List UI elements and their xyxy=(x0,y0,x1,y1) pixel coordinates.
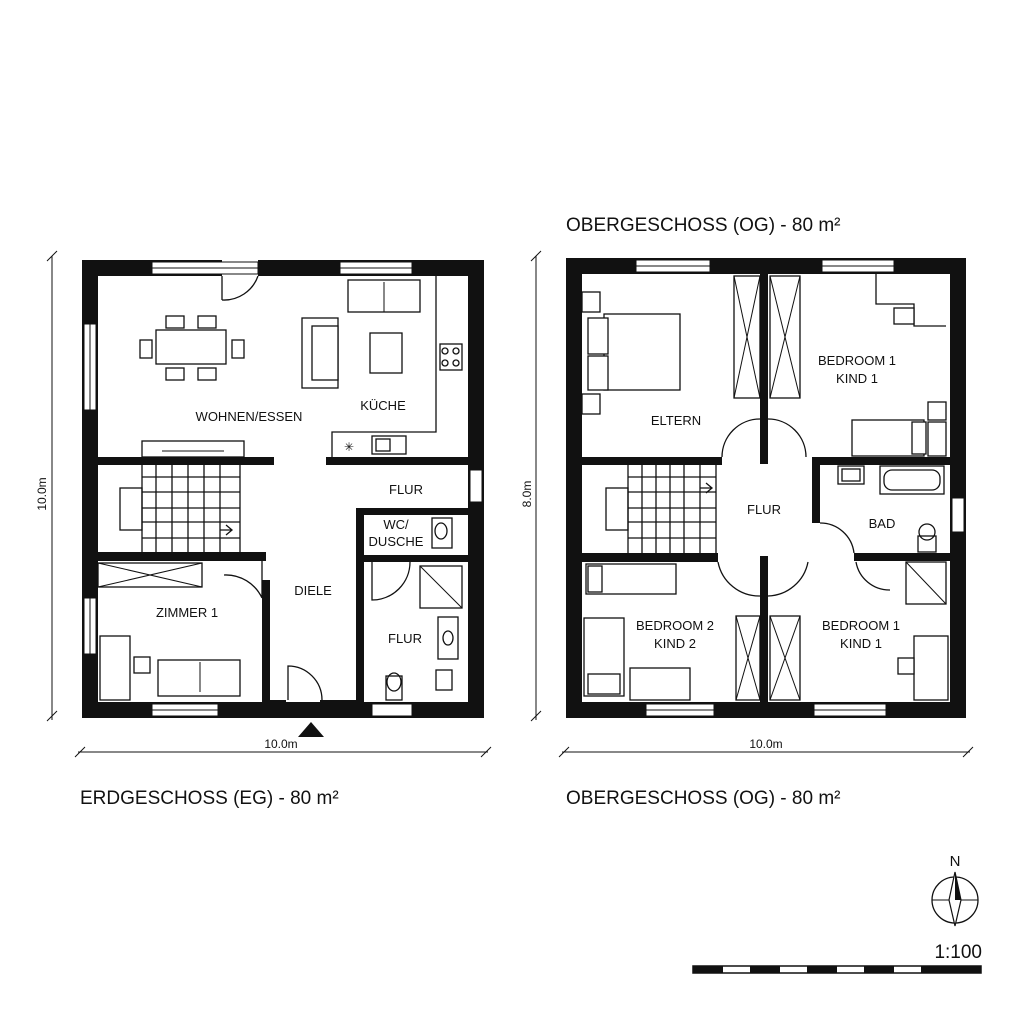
window xyxy=(469,469,483,503)
wall xyxy=(98,457,274,465)
wall xyxy=(326,457,468,465)
wall xyxy=(760,556,768,702)
desk xyxy=(913,635,949,701)
wall xyxy=(812,457,950,465)
room-label-hall-top: FLUR xyxy=(389,482,423,497)
room-label-bedroom3-line2: KIND 1 xyxy=(840,636,882,651)
svg-text:✳: ✳ xyxy=(344,440,354,454)
door-swing xyxy=(721,418,807,458)
door-swing xyxy=(819,522,855,554)
scale-label: 1:100 xyxy=(934,942,982,963)
chair xyxy=(893,307,915,325)
room-label-kitchen: KÜCHE xyxy=(360,398,406,413)
scale-bar xyxy=(692,965,982,974)
upper-floor-height-label: 8.0m xyxy=(520,481,534,508)
bath-fixtures xyxy=(837,465,947,605)
wall xyxy=(262,580,270,702)
double-bed xyxy=(581,291,681,415)
desk xyxy=(629,667,691,701)
door-swing xyxy=(717,561,809,597)
desk xyxy=(875,274,946,327)
wall xyxy=(356,508,468,515)
chair xyxy=(133,656,151,674)
sofa xyxy=(301,317,339,389)
north-arrow: N xyxy=(931,853,979,927)
staircase xyxy=(605,465,717,553)
upper-floor-plan: OBERGESCHOSS (OG) - 80 m² xyxy=(520,215,974,809)
room-label-wc-line1: WC/ xyxy=(383,517,409,532)
room-label-bedroom1-line1: BEDROOM 1 xyxy=(818,353,896,368)
room-label-bedroom1-line2: KIND 1 xyxy=(836,371,878,386)
wardrobe xyxy=(769,615,801,701)
wall xyxy=(98,552,266,561)
entrance-arrow xyxy=(298,722,324,737)
room-label-flur: FLUR xyxy=(747,502,781,517)
door-swing xyxy=(371,561,411,601)
room-label-living: WOHNEN/ESSEN xyxy=(196,409,303,424)
kitchen-sofa xyxy=(347,279,421,313)
wall xyxy=(364,555,468,562)
wall xyxy=(582,553,718,562)
room-label-zimmer: ZIMMER 1 xyxy=(156,605,218,620)
wall xyxy=(356,508,364,702)
wall xyxy=(854,553,950,561)
coffee-table xyxy=(369,332,403,374)
door-swing xyxy=(855,561,891,591)
wall xyxy=(812,457,820,523)
wardrobe xyxy=(733,275,761,399)
desk xyxy=(99,635,131,701)
wc-fixtures xyxy=(385,517,463,701)
sideboard xyxy=(141,440,245,458)
staircase xyxy=(119,465,241,552)
single-bed xyxy=(851,401,947,457)
wardrobe xyxy=(97,562,203,588)
wall xyxy=(760,274,768,464)
north-label: N xyxy=(950,853,961,870)
upper-floor-title-top: OBERGESCHOSS (OG) - 80 m² xyxy=(566,215,840,236)
ground-floor-width-label: 10.0m xyxy=(264,737,297,751)
room-label-bedroom3-line1: BEDROOM 1 xyxy=(822,618,900,633)
window xyxy=(951,497,965,533)
door-swing xyxy=(221,275,259,301)
wall xyxy=(582,457,722,465)
ground-floor-height-label: 10.0m xyxy=(35,477,49,510)
room-label-eltern: ELTERN xyxy=(651,413,701,428)
upper-floor-width-label: 10.0m xyxy=(749,737,782,751)
entrance-door-swing xyxy=(287,665,323,701)
wardrobe xyxy=(769,275,801,399)
door-swing xyxy=(223,560,263,599)
wardrobe xyxy=(735,615,761,701)
kitchen-counter: ✳ xyxy=(331,276,463,457)
room-label-bedroom2-line2: KIND 2 xyxy=(654,636,696,651)
ground-floor-plan: ✳ xyxy=(35,250,492,809)
room-label-hall-bottom: FLUR xyxy=(388,631,422,646)
upper-floor-dimension-lines xyxy=(530,250,974,758)
ground-floor-dimension-lines xyxy=(46,250,492,758)
sofa xyxy=(157,659,241,697)
chair xyxy=(897,657,915,675)
room-label-bad: BAD xyxy=(869,516,896,531)
room-label-diele: DIELE xyxy=(294,583,332,598)
entrance-opening xyxy=(266,700,286,718)
window xyxy=(371,703,413,717)
entrance-opening xyxy=(320,700,356,718)
single-bed xyxy=(583,563,677,697)
room-label-bedroom2-line1: BEDROOM 2 xyxy=(636,618,714,633)
ground-floor-title: ERDGESCHOSS (EG) - 80 m² xyxy=(80,788,339,809)
upper-floor-title-bottom: OBERGESCHOSS (OG) - 80 m² xyxy=(566,788,840,809)
room-label-wc-line2: DUSCHE xyxy=(369,534,424,549)
dining-table xyxy=(139,315,245,381)
